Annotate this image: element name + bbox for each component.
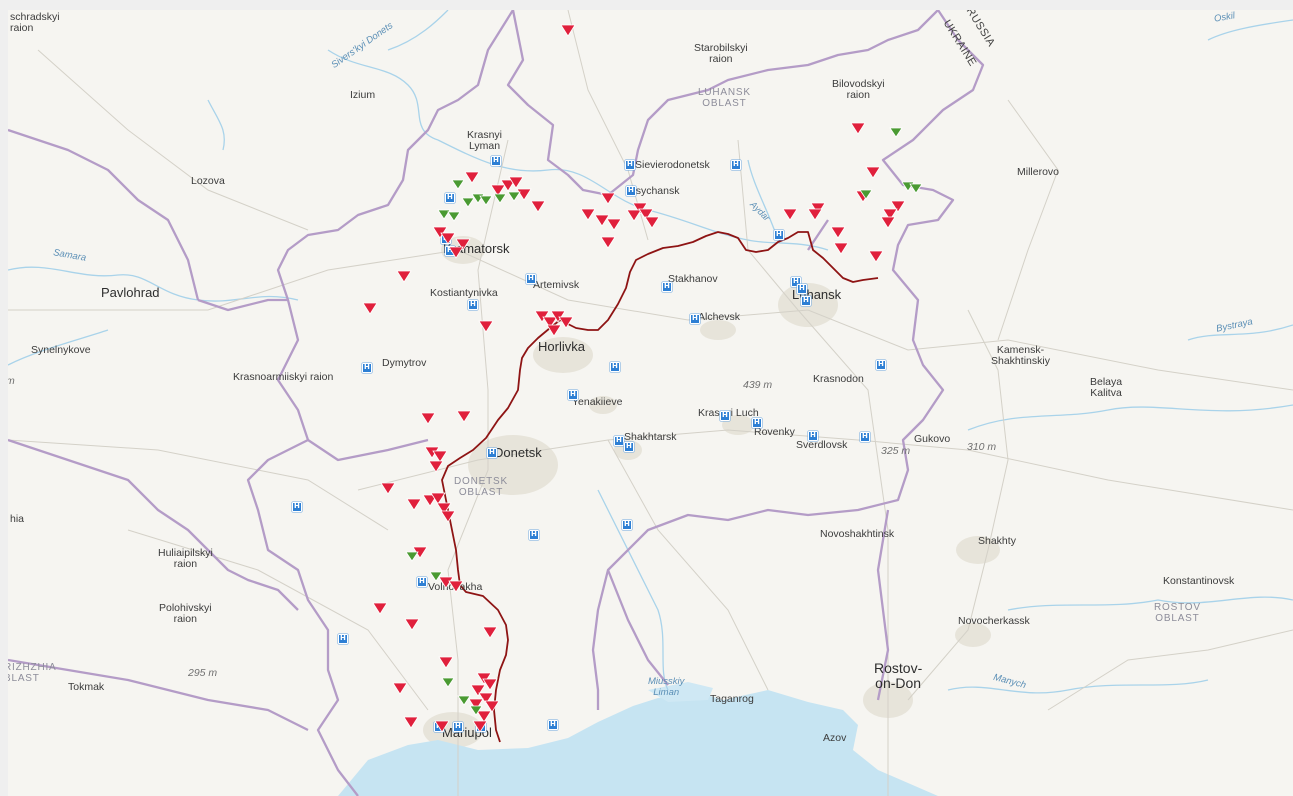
label-shakhty: Shakhty [978, 535, 1016, 547]
label-volnovakha: Volnovakha [428, 581, 483, 593]
label-elevation-m: m [8, 376, 15, 387]
label-bilovodskyi-raion: Bilovodskyi raion [832, 78, 885, 101]
hospital-icon[interactable] [548, 720, 558, 730]
hospital-icon[interactable] [614, 436, 624, 446]
label-horlivka: Horlivka [538, 339, 585, 354]
label-donetsk-oblast: DONETSK OBLAST [454, 476, 508, 498]
label-yenakiieve: Yenakiieve [572, 396, 623, 408]
hospital-icon[interactable] [625, 160, 635, 170]
hospital-icon[interactable] [445, 193, 455, 203]
basemap [8, 10, 1293, 796]
hospital-icon[interactable] [434, 722, 444, 732]
label-elevation-439: 439 m [743, 379, 773, 391]
hospital-icon[interactable] [526, 274, 536, 284]
label-belaya-kalitva: Belaya Kalitva [1090, 376, 1123, 399]
label-shchradskyi-raion: schradskyi raion [10, 11, 60, 34]
label-tokmak: Tokmak [68, 681, 105, 693]
hospital-icon[interactable] [624, 442, 634, 452]
hospital-icon[interactable] [797, 284, 807, 294]
hospital-icon[interactable] [568, 390, 578, 400]
map-canvas[interactable]: schradskyi raion Izium Lozova Pavlohrad … [8, 10, 1293, 796]
label-hia: hia [10, 513, 25, 525]
hospital-icon[interactable] [774, 230, 784, 240]
hospital-icon[interactable] [491, 156, 501, 166]
label-sievierodonetsk: Sievierodonetsk [635, 159, 710, 171]
label-taganrog: Taganrog [710, 693, 754, 705]
sea-of-azov [338, 690, 938, 796]
label-kamensk-shakhtinskiy: Kamensk- Shakhtinskiy [991, 344, 1050, 367]
label-elevation-310: 310 m [967, 441, 997, 453]
hospital-icon[interactable] [791, 277, 801, 287]
label-krasnyi-lyman: Krasnyi Lyman [467, 129, 503, 152]
hospital-icon[interactable] [622, 520, 632, 530]
label-synelnykove: Synelnykove [31, 344, 91, 356]
label-gukovo: Gukovo [914, 433, 951, 445]
hospital-icon[interactable] [876, 360, 886, 370]
hospital-icon[interactable] [292, 502, 302, 512]
label-luhansk-oblast: LUHANSK OBLAST [698, 87, 751, 109]
hospital-icon[interactable] [453, 722, 463, 732]
hospital-icon[interactable] [808, 431, 818, 441]
label-elevation-325: 325 m [881, 445, 911, 457]
label-konstantinovsk: Konstantinovsk [1163, 575, 1235, 587]
hospital-icon[interactable] [417, 577, 427, 587]
rivers [8, 10, 1293, 694]
label-starobilskyi-raion: Starobilskyi raion [694, 42, 748, 65]
hospital-icon[interactable] [468, 300, 478, 310]
hospital-icon[interactable] [362, 363, 372, 373]
hospital-icon[interactable] [752, 418, 762, 428]
label-millerovo: Millerovo [1017, 166, 1060, 178]
label-polohivskyi-raion: Polohivskyi raion [159, 602, 212, 625]
label-rovenky: Rovenky [754, 426, 795, 438]
label-lozova: Lozova [191, 175, 225, 187]
label-izium: Izium [350, 89, 376, 101]
hospital-icon[interactable] [529, 530, 539, 540]
hospital-icon[interactable] [626, 186, 636, 196]
label-sverdlovsk: Sverdlovsk [796, 439, 848, 451]
hospital-icon[interactable] [445, 246, 455, 256]
label-miusskiy-liman: Miusskiy Liman [648, 676, 685, 698]
hospital-icon[interactable] [338, 634, 348, 644]
hospital-icon[interactable] [860, 432, 870, 442]
label-alchevsk: Alchevsk [698, 311, 741, 323]
hospital-icon[interactable] [731, 160, 741, 170]
label-azov: Azov [823, 732, 847, 744]
label-rostov-oblast: ROSTOV OBLAST [1154, 602, 1201, 624]
label-zaporizhzhia-oblast: RIZHZHIA BLAST [8, 662, 57, 684]
label-novocherkassk: Novocherkassk [958, 615, 1030, 627]
label-shakhtarsk: Shakhtarsk [624, 431, 677, 443]
hospital-icon[interactable] [662, 282, 672, 292]
label-krasnodon: Krasnodon [813, 373, 864, 385]
hospital-icon[interactable] [690, 314, 700, 324]
label-elevation-295: 295 m [188, 667, 218, 679]
label-dymytrov: Dymytrov [382, 357, 427, 369]
oblast-borders [8, 10, 985, 796]
label-donetsk: Donetsk [494, 445, 542, 460]
hospital-icon[interactable] [487, 448, 497, 458]
hospital-icon[interactable] [801, 296, 811, 306]
label-rostov-on-don: Rostov- on-Don [874, 660, 923, 691]
hospital-icon[interactable] [476, 722, 486, 732]
label-kostiantynivka: Kostiantynivka [430, 287, 498, 299]
hospital-icon[interactable] [720, 411, 730, 421]
label-novoshakhtinsk: Novoshakhtinsk [820, 528, 895, 540]
label-huliaipilskyi-raion: Huliaipilskyi raion [158, 547, 213, 570]
label-stakhanov: Stakhanov [668, 273, 718, 285]
label-krasnoarmiiskyi-raion: Krasnoarmiiskyi raion [233, 371, 334, 383]
hospital-icon[interactable] [441, 234, 451, 244]
label-pavlohrad: Pavlohrad [101, 285, 160, 300]
label-artemivsk: Artemivsk [533, 279, 580, 291]
hospital-icon[interactable] [610, 362, 620, 372]
label-lysychansk: Lysychansk [625, 185, 680, 197]
